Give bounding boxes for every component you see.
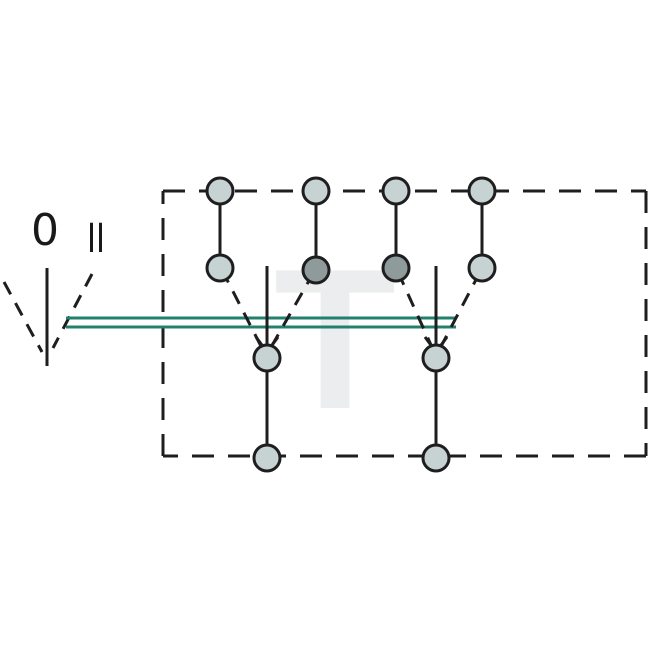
position-label-on: II bbox=[87, 216, 105, 262]
terminal-bottom-2 bbox=[421, 443, 451, 473]
watermark: T bbox=[274, 228, 396, 451]
terminal-top-1 bbox=[205, 176, 235, 206]
terminal-top-3 bbox=[381, 176, 411, 206]
terminal-mid-3 bbox=[381, 253, 411, 283]
terminal-top-4 bbox=[467, 176, 497, 206]
housing-outline bbox=[161, 189, 648, 458]
position-label-off: 0 bbox=[31, 205, 59, 256]
terminal-mid-2 bbox=[301, 255, 331, 285]
actuator-symbol bbox=[2, 268, 94, 366]
terminal-bottom-1 bbox=[252, 443, 282, 473]
terminal-top-2 bbox=[301, 176, 331, 206]
terminal-common-1 bbox=[252, 343, 282, 373]
terminals bbox=[205, 176, 497, 473]
terminal-mid-4 bbox=[467, 253, 497, 283]
terminal-mid-1 bbox=[205, 253, 235, 283]
mechanical-link bbox=[66, 316, 456, 329]
terminal-common-2 bbox=[421, 343, 451, 373]
